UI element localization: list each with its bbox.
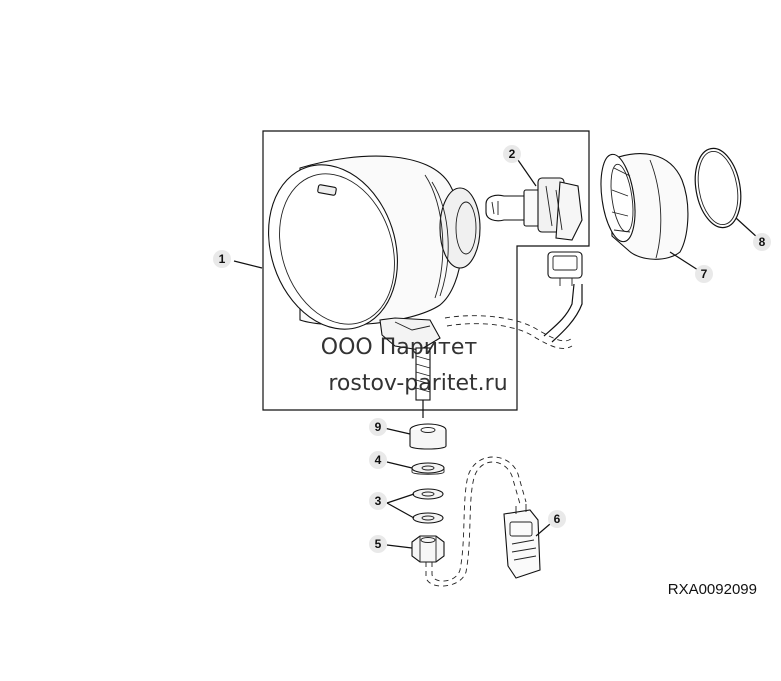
o-ring-seal: [694, 147, 742, 229]
callout-7: 7: [695, 265, 713, 283]
svg-text:4: 4: [375, 453, 382, 467]
assembly-outline-box: [262, 130, 590, 411]
svg-text:7: 7: [701, 267, 708, 281]
svg-text:6: 6: [554, 512, 561, 526]
lamp-connector: [547, 251, 583, 286]
rear-cover: [600, 153, 689, 260]
svg-text:5: 5: [375, 537, 382, 551]
callout-4: 4: [369, 451, 387, 469]
callout-6: 6: [548, 510, 566, 528]
flat-washer-lower: [412, 512, 444, 524]
lamp-wire-dashed: [444, 315, 573, 342]
lamp-housing: [268, 155, 481, 418]
svg-text:2: 2: [509, 147, 516, 161]
watermark-company: ООО Паритет: [321, 335, 478, 360]
svg-text:1: 1: [219, 252, 226, 266]
harness-connector: [503, 504, 541, 579]
halogen-bulb: [485, 177, 583, 241]
spacer-bushing: [409, 423, 447, 450]
callout-3: 3: [369, 492, 387, 510]
svg-text:8: 8: [759, 235, 766, 249]
callout-5: 5: [369, 535, 387, 553]
hex-nut: [411, 535, 445, 563]
figure-code: RXA0092099: [668, 581, 757, 598]
callout-8: 8: [753, 233, 771, 251]
callout-2: 2: [503, 145, 521, 163]
flat-washer-upper: [412, 488, 444, 500]
lamp-wire-cable: [543, 283, 575, 337]
svg-text:3: 3: [375, 494, 382, 508]
watermark-url: rostov-paritet.ru: [328, 371, 507, 396]
callout-9: 9: [369, 418, 387, 436]
svg-text:9: 9: [375, 420, 382, 434]
callout-1: 1: [213, 250, 231, 268]
leader-lines: [233, 159, 759, 549]
lock-washer: [411, 462, 445, 475]
